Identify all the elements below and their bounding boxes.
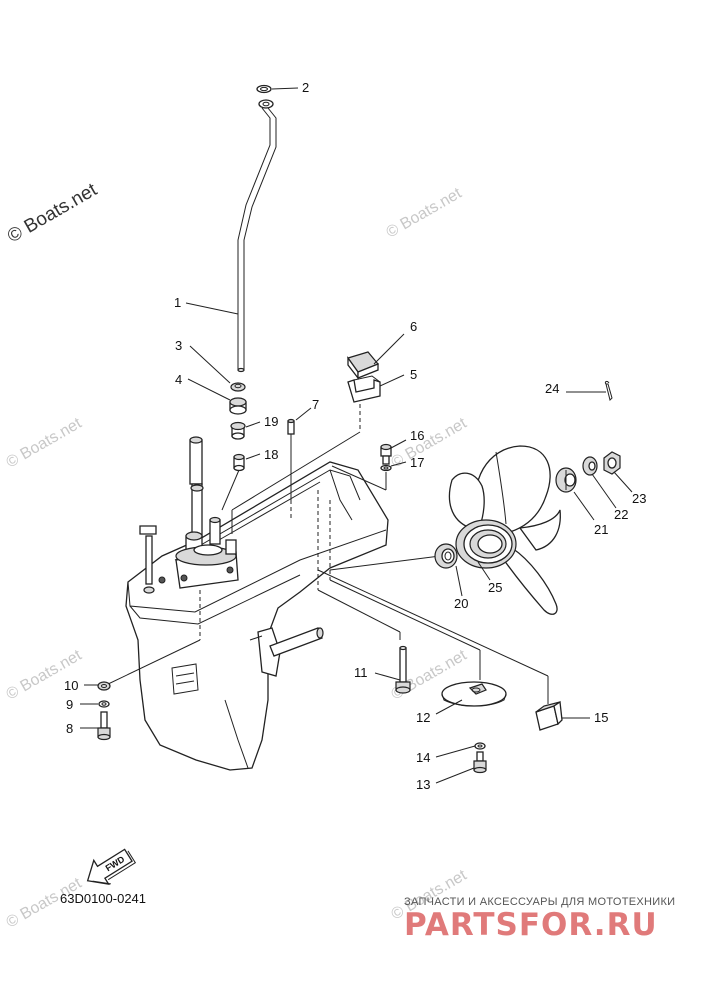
callout-19: 19	[264, 414, 278, 429]
callout-16: 16	[410, 428, 424, 443]
shift-rod-lower	[139, 525, 166, 594]
grommet-10	[97, 681, 111, 691]
footer-tagline: ЗАПЧАСТИ И АКСЕССУАРЫ ДЛЯ МОТОТЕХНИКИ	[404, 896, 675, 908]
callout-25: 25	[488, 580, 502, 595]
watermark-faint: © Boats.net	[4, 647, 86, 704]
bolt-8	[97, 711, 111, 741]
guide-lines	[103, 404, 549, 704]
callout-3: 3	[175, 338, 182, 353]
bolt-13	[473, 751, 487, 774]
rubber-seal-6	[347, 351, 379, 380]
callout-10: 10	[64, 678, 78, 693]
nut-23	[603, 451, 621, 475]
watermark-faint: © Boats.net	[4, 415, 86, 472]
callout-13: 13	[416, 777, 430, 792]
washer-14	[474, 742, 486, 750]
watermark-main: © Boats.net	[4, 179, 101, 247]
callout-14: 14	[416, 750, 430, 765]
callout-5: 5	[410, 367, 417, 382]
spacer-21	[555, 467, 577, 493]
collar-18	[233, 453, 245, 472]
fwd-arrow: FWD	[86, 848, 137, 885]
rubber-seal-5	[347, 375, 381, 403]
callout-24: 24	[545, 381, 559, 396]
thrust-washer-20	[434, 543, 458, 569]
leader-lines	[80, 87, 633, 784]
bolt-11	[395, 645, 411, 694]
callout-6: 6	[410, 319, 417, 334]
callout-21: 21	[594, 522, 608, 537]
oil-seal-4	[229, 397, 247, 415]
shift-rod	[237, 99, 277, 373]
washer-3	[230, 382, 246, 392]
callout-12: 12	[416, 710, 430, 725]
callout-9: 9	[66, 697, 73, 712]
dowel-pin-7	[287, 418, 295, 435]
bushing-19	[230, 421, 246, 440]
anode-12	[441, 681, 507, 707]
bolt-16	[380, 443, 392, 465]
callout-18: 18	[264, 447, 278, 462]
callout-15: 15	[594, 710, 608, 725]
washer-17	[380, 464, 392, 472]
callout-20: 20	[454, 596, 468, 611]
callout-2: 2	[302, 80, 309, 95]
footer-brand: PARTSFOR.RU	[404, 907, 658, 943]
callout-labels: 1 2 3 4 5 6 7 8 9 10 11 12 13 14 15 16 1…	[64, 80, 646, 792]
grommet-2	[256, 84, 272, 94]
anode-block-15	[535, 700, 563, 731]
washer-22	[582, 456, 598, 476]
water-pump-housing	[175, 516, 239, 589]
washer-9	[98, 700, 110, 708]
lower-case-housing	[125, 461, 389, 771]
callout-22: 22	[614, 507, 628, 522]
propeller-25	[448, 445, 561, 615]
callout-8: 8	[66, 721, 73, 736]
diagram-code: 63D0100-0241	[60, 891, 146, 906]
callout-7: 7	[312, 397, 319, 412]
callout-1: 1	[174, 295, 181, 310]
callout-11: 11	[354, 665, 368, 680]
watermark-faint: © Boats.net	[384, 185, 466, 242]
callout-23: 23	[632, 491, 646, 506]
drive-shaft	[185, 436, 204, 553]
callout-4: 4	[175, 372, 182, 387]
cotter-pin-24	[604, 380, 613, 401]
callout-17: 17	[410, 455, 424, 470]
